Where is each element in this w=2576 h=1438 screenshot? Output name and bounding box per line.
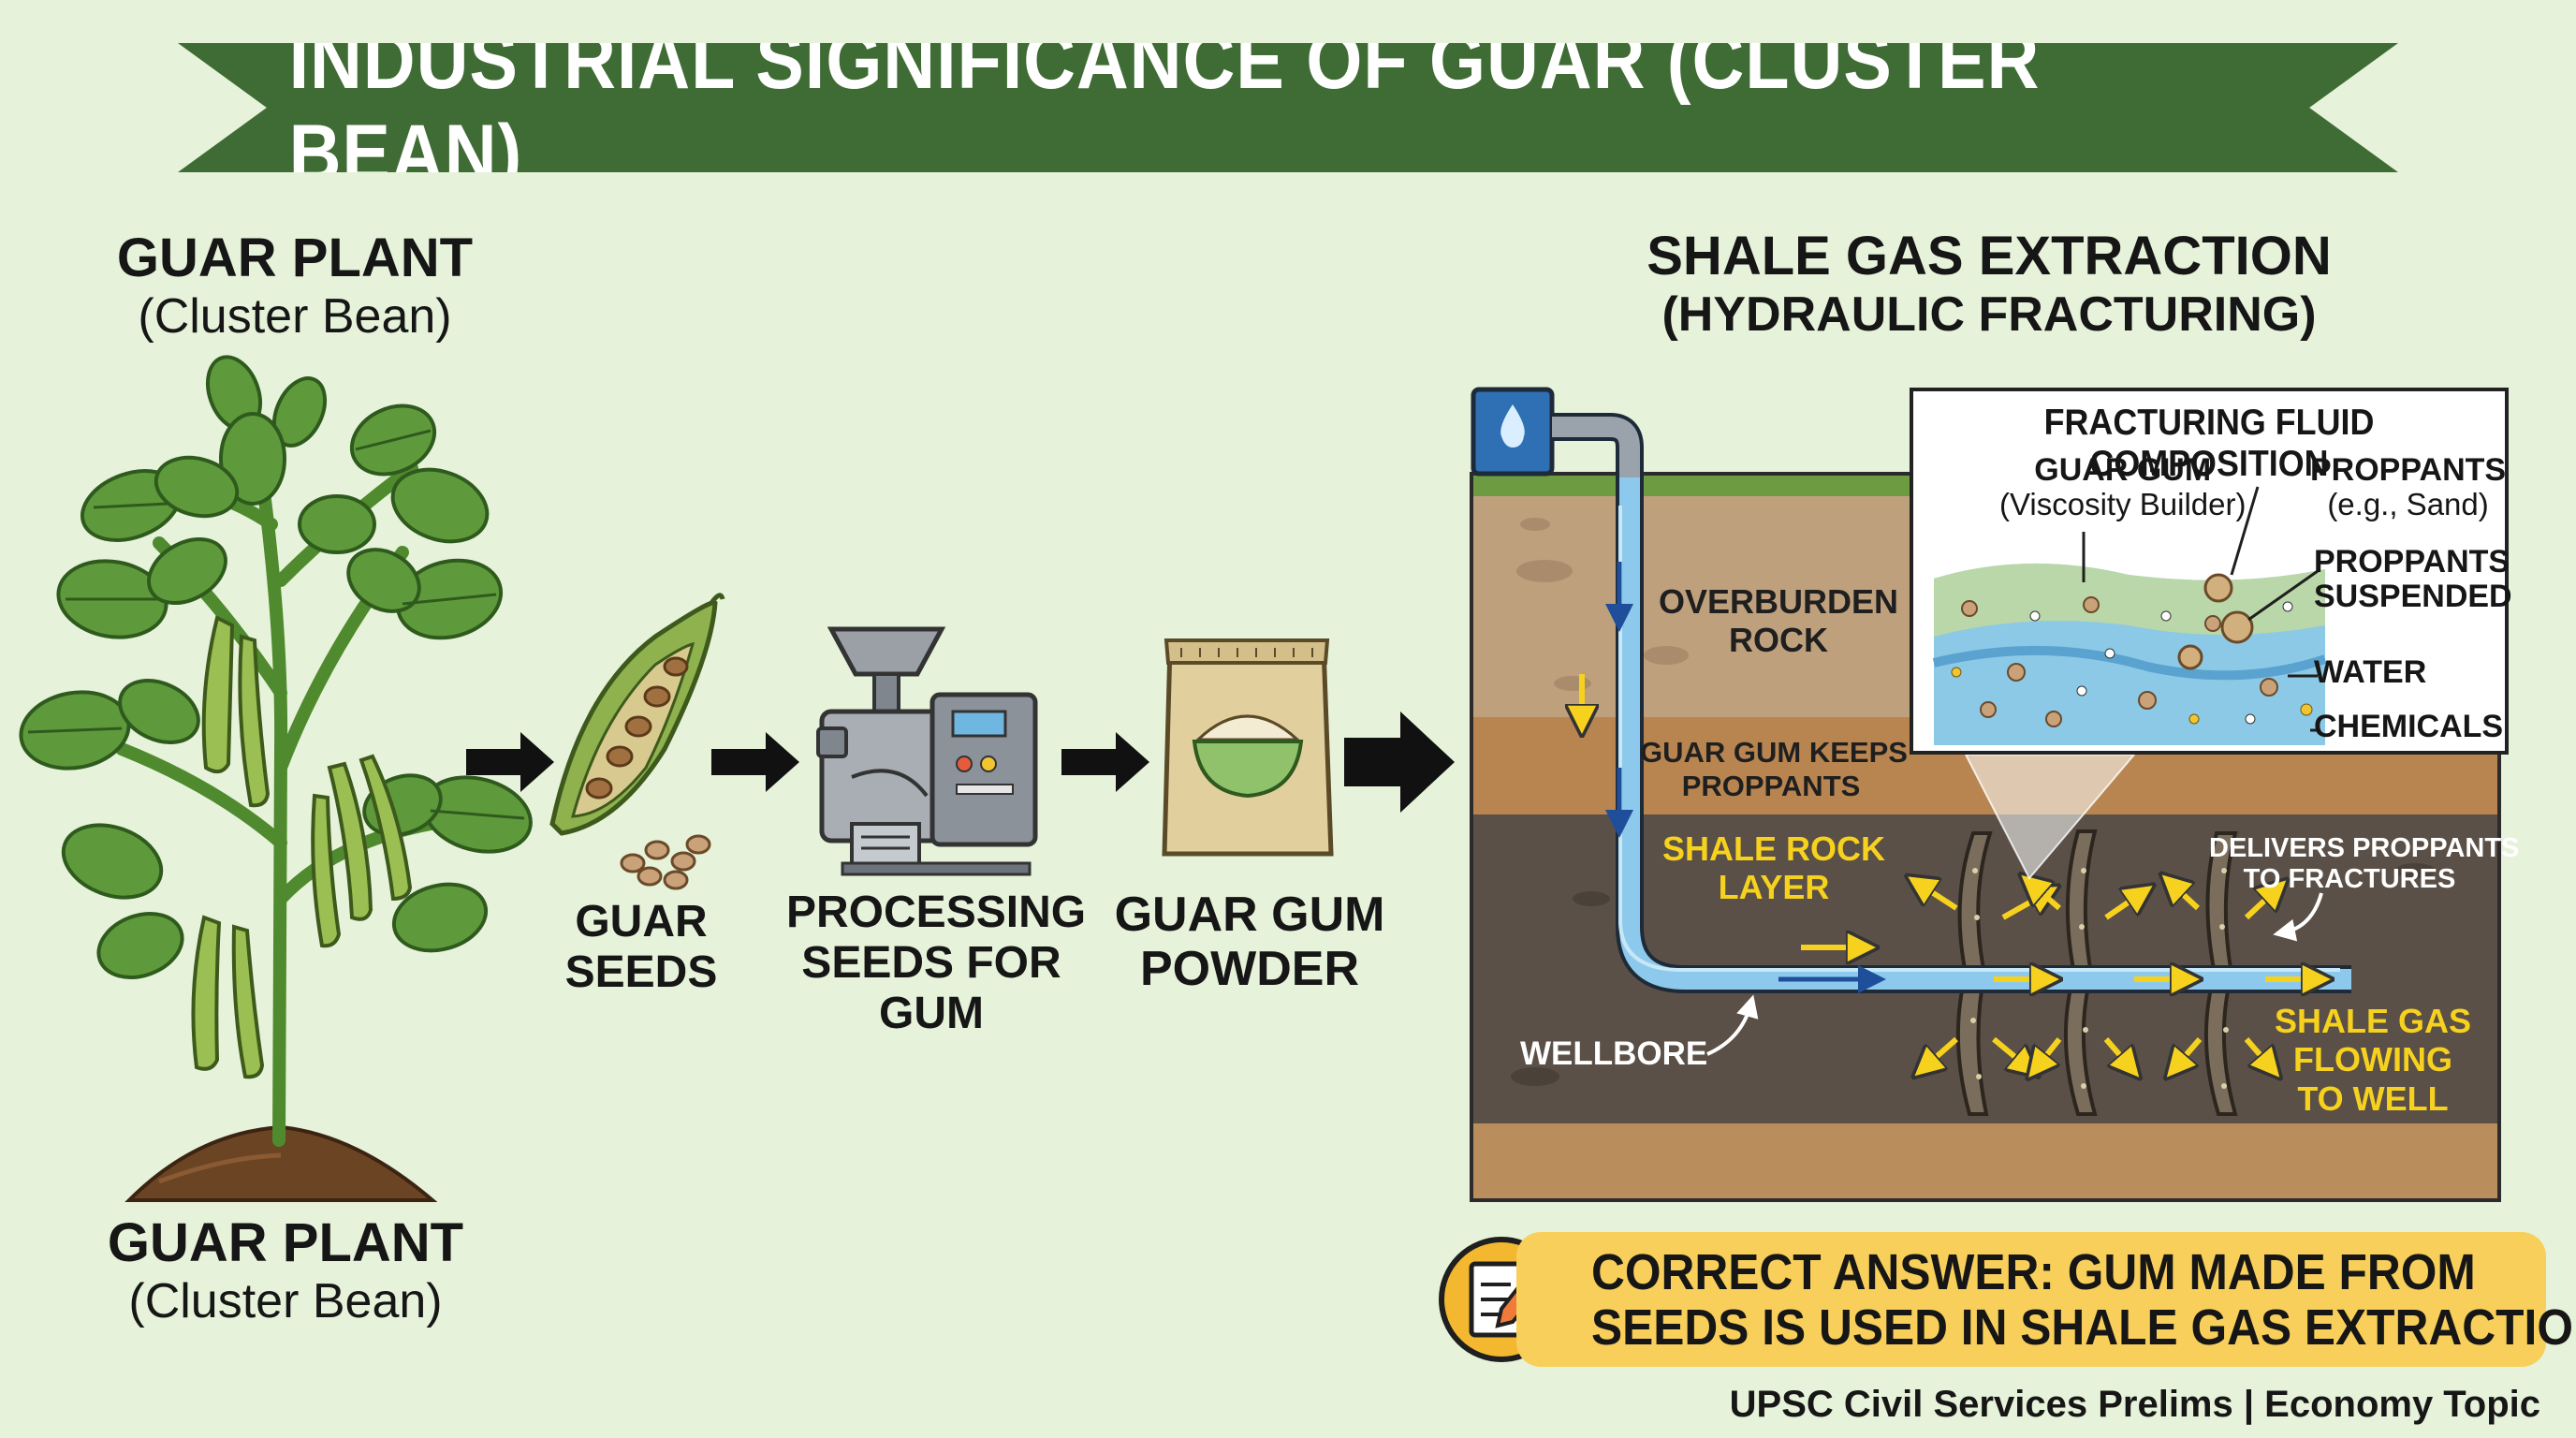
- processing-machine-icon: [816, 626, 1038, 876]
- footer-caption: UPSC Civil Services Prelims | Economy To…: [1729, 1384, 2540, 1425]
- callout-cone: [1964, 754, 2137, 880]
- wellbore-label: WELLBORE: [1520, 1035, 1708, 1072]
- shale-gas-flowing-label: SHALE GAS FLOWING TO WELL: [2274, 1002, 2472, 1118]
- shale-layer-label: SHALE ROCK LAYER: [1661, 829, 1885, 907]
- arrow-processing-to-powder: [1061, 732, 1149, 792]
- inset-water-label: WATER: [2314, 654, 2427, 690]
- inset-guar-gum-label: GUAR GUM (Viscosity Builder): [1999, 452, 2247, 522]
- seeds-icon: [620, 834, 711, 890]
- plant-bottom-heading: GUAR PLANT: [107, 1212, 464, 1273]
- fluid-drawing: [1932, 486, 2327, 745]
- fluid-composition-inset: FRACTURING FLUID COMPOSITION GUAR GUM: [1910, 388, 2512, 755]
- overburden-label: OVERBURDEN ROCK: [1658, 582, 1899, 660]
- cross-section: [1471, 474, 2499, 1200]
- flow-arrows: [466, 712, 1455, 813]
- guar-plant-icon: [19, 355, 533, 1202]
- inset-suspended-label: PROPPANTS SUSPENDED: [2314, 544, 2512, 615]
- plant-bottom-label: GUAR PLANT (Cluster Bean): [94, 1212, 477, 1328]
- delivers-proppants-label: DELIVERS PROPPANTS TO FRACTURES: [2209, 833, 2520, 895]
- inset-proppants-label: PROPPANTS (e.g., Sand): [2310, 452, 2507, 522]
- title-banner: INDUSTRIAL SIGNIFICANCE OF GUAR (CLUSTER…: [178, 43, 2398, 172]
- inset-chemicals-label: CHEMICALS: [2314, 709, 2504, 744]
- seed-pod-icon: [549, 593, 725, 836]
- step-label-processing: PROCESSING SEEDS FOR GUM: [786, 888, 1087, 1038]
- arrow-powder-to-extraction: [1344, 712, 1455, 813]
- inset-title: FRACTURING FLUID COMPOSITION: [2043, 403, 2375, 484]
- guar-keeps-label: GUAR GUM KEEPS PROPPANTS: [1640, 736, 1908, 802]
- gum-powder-bag-icon: [1162, 638, 1334, 857]
- plant-top-sub: (Cluster Bean): [138, 288, 452, 344]
- arrow-seeds-to-processing: [711, 732, 799, 792]
- step-label-seeds: GUAR SEEDS: [564, 897, 718, 997]
- arrow-plant-to-seeds: [466, 732, 554, 792]
- page-title: INDUSTRIAL SIGNIFICANCE OF GUAR (CLUSTER…: [288, 16, 2041, 198]
- water-tank-icon: [1471, 387, 1644, 477]
- correct-answer-box: CORRECT ANSWER: GUM MADE FROM SEEDS IS U…: [1516, 1232, 2576, 1367]
- extraction-heading: SHALE GAS EXTRACTION (HYDRAULIC FRACTURI…: [1647, 226, 2332, 342]
- plant-top-label: GUAR PLANT (Cluster Bean): [103, 227, 487, 344]
- plant-top-heading: GUAR PLANT: [116, 227, 474, 288]
- correct-answer-text: CORRECT ANSWER: GUM MADE FROM SEEDS IS U…: [1591, 1244, 2576, 1357]
- plant-bottom-sub: (Cluster Bean): [128, 1273, 443, 1328]
- step-label-powder: GUAR GUM POWDER: [1114, 888, 1385, 997]
